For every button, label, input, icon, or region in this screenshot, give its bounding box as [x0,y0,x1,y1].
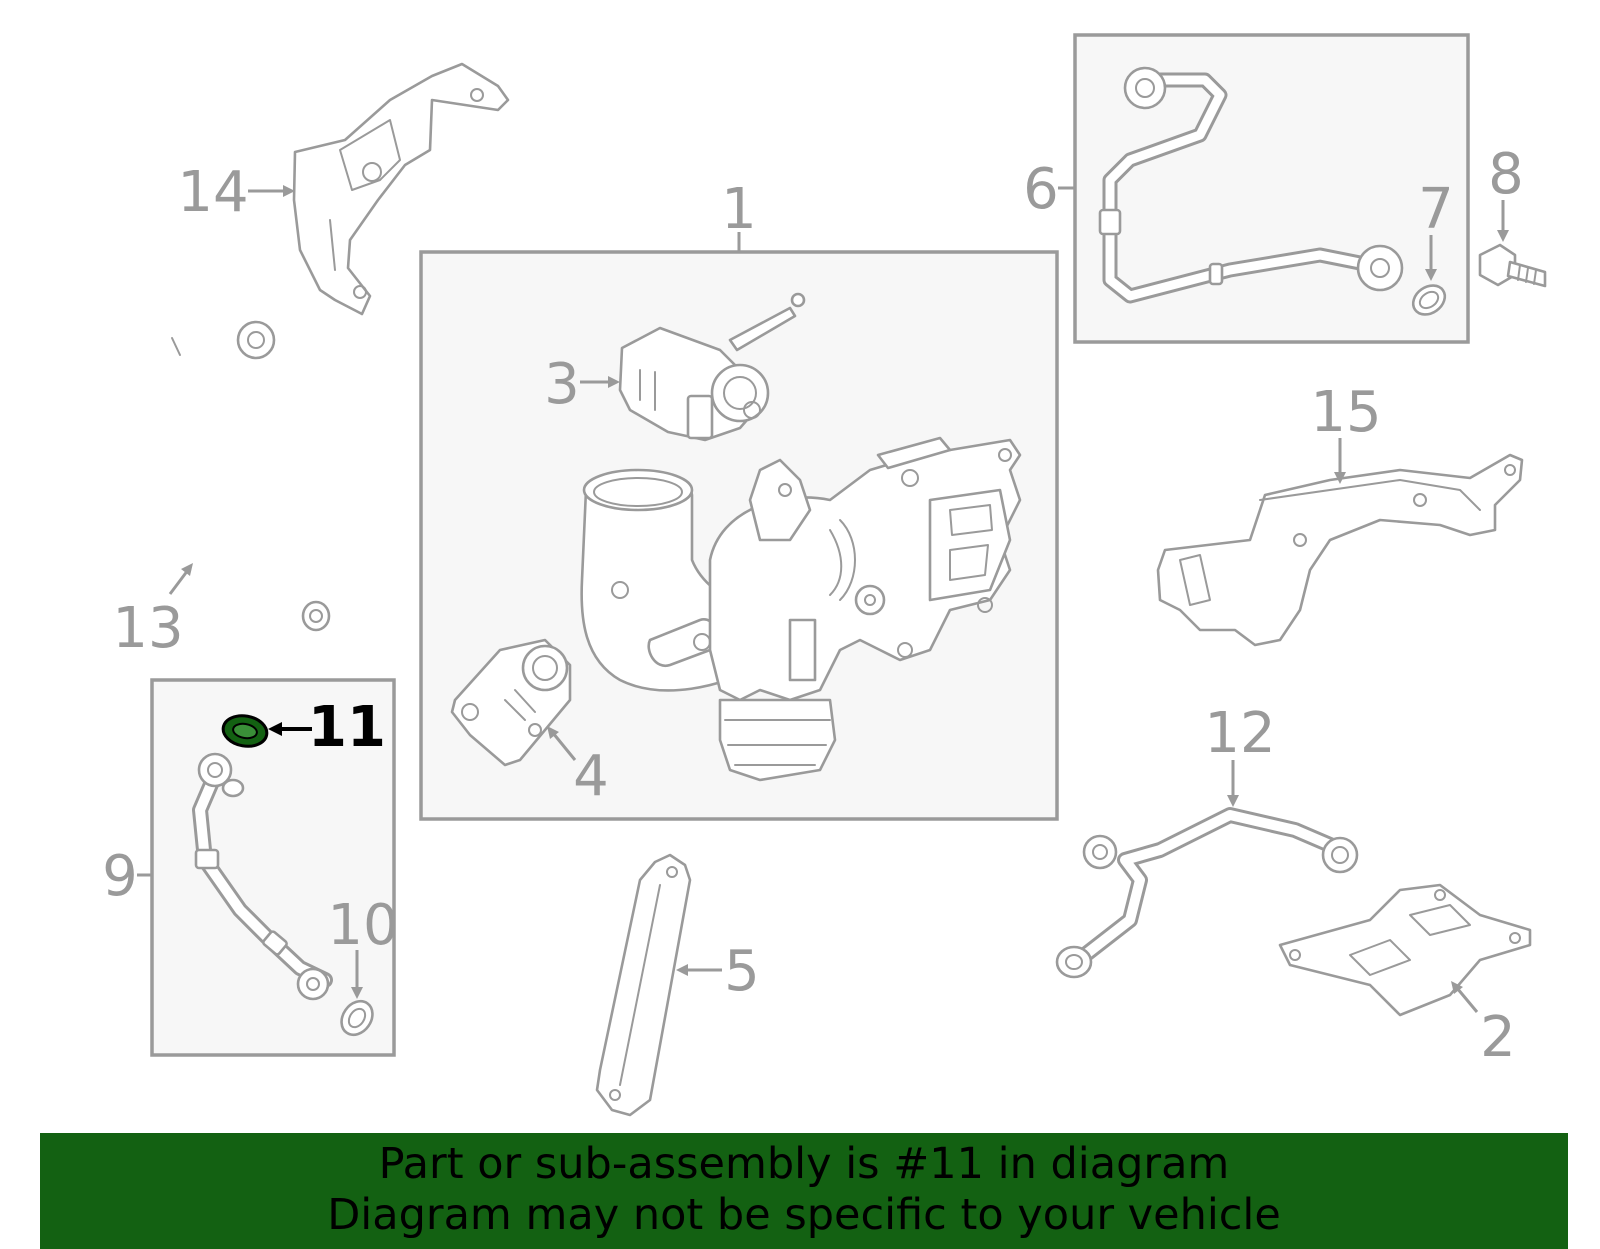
part-11-gasket-highlighted[interactable] [221,712,270,749]
callout-6: 6 [1023,157,1059,222]
part-13-pipe [71,315,331,632]
part-2-gasket [1278,883,1532,1017]
box-assembly-9 [150,678,396,1057]
callout-3: 3 [544,352,580,417]
callout-13: 13 [112,596,183,661]
callout-leaders [137,185,1509,1013]
callout-5: 5 [724,939,760,1004]
part-15-heat-shield [1156,453,1524,647]
part-1-turbocharger [580,436,1022,782]
part-14-bracket [292,62,510,316]
banner-line-disclaimer: Diagram may not be specific to your vehi… [327,1190,1281,1240]
callout-4: 4 [573,744,609,809]
callout-labels: 1 2 3 4 5 6 7 8 9 10 11 12 13 14 15 [102,142,1524,1070]
callout-10: 10 [327,893,398,958]
part-7-o-ring [1411,284,1447,316]
callout-9: 9 [102,844,138,909]
part-5-support-bracket [595,853,692,1117]
callout-14: 14 [177,160,248,225]
callout-12: 12 [1204,701,1275,766]
part-10-o-ring [340,999,374,1037]
part-3-actuator [618,292,806,442]
callout-1: 1 [721,177,757,242]
part-12-coolant-pipe [1055,807,1359,979]
banner-line-part-number: Part or sub-assembly is #11 in diagram [378,1139,1230,1189]
info-banner: Part or sub-assembly is #11 in diagram D… [40,1133,1568,1249]
callout-15: 15 [1310,380,1381,445]
part-4-wastegate-actuator [450,638,572,767]
callout-7: 7 [1418,177,1454,242]
part-9-oil-return-pipe [192,752,333,1001]
callout-8: 8 [1488,142,1524,207]
part-6-oil-feed-pipe [1098,66,1404,304]
callout-11: 11 [308,695,386,760]
callout-2: 2 [1480,1005,1516,1070]
part-8-bolt [1478,243,1547,288]
